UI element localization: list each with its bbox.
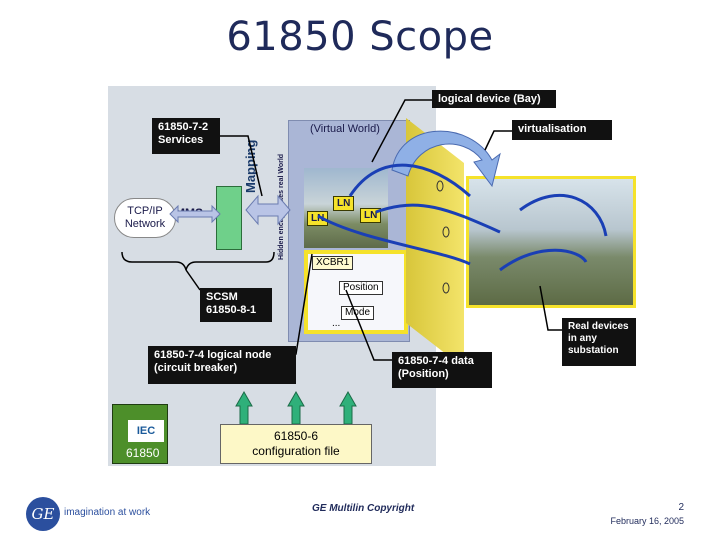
- logical-device-label: logical device (Bay): [432, 90, 556, 108]
- virtualisation-label: virtualisation: [512, 120, 612, 140]
- network-to-mapping-arrow: [170, 206, 220, 222]
- data-position-label: 61850-7-4 data (Position): [392, 352, 492, 388]
- logical-node-label: 61850-7-4 logical node (circuit breaker): [148, 346, 296, 384]
- iec-book-title: IEC: [128, 420, 164, 442]
- config-arrow-3: [340, 392, 356, 424]
- ge-logo: GE: [26, 497, 60, 531]
- scsm-leader: [186, 270, 200, 290]
- config-arrow-2: [288, 392, 304, 424]
- real-arrow-5: [500, 250, 586, 270]
- services-label: 61850-7-2 Services: [152, 118, 220, 154]
- gate-port-2: [443, 227, 449, 237]
- footer-date: February 16, 2005: [610, 516, 684, 526]
- real-arrow-4: [520, 195, 606, 236]
- gate-port-1: [437, 181, 443, 191]
- slide-number: 2: [678, 502, 684, 513]
- gate-port-3: [443, 283, 449, 293]
- data-leader: [346, 290, 396, 360]
- real-devices-leader: [540, 286, 563, 330]
- iec-book-number: 61850: [126, 446, 159, 460]
- virtual-to-real-arrow-3: [318, 216, 470, 264]
- scsm-label: SCSM 61850-8-1: [200, 288, 272, 322]
- virtualisation-leader: [485, 131, 512, 150]
- scsm-brace: [122, 252, 274, 270]
- virtual-to-real-arrow-2: [376, 205, 500, 232]
- configuration-file-label: 61850-6 configuration file: [252, 429, 339, 458]
- footer-tagline: imagination at work: [64, 507, 150, 518]
- mapping-to-vw-arrow: [246, 196, 290, 224]
- configuration-file-box: 61850-6 configuration file: [220, 424, 372, 464]
- real-devices-label: Real devices in any substation: [562, 318, 636, 366]
- config-arrow-1: [236, 392, 252, 424]
- footer-copyright: GE Multilin Copyright: [312, 503, 414, 514]
